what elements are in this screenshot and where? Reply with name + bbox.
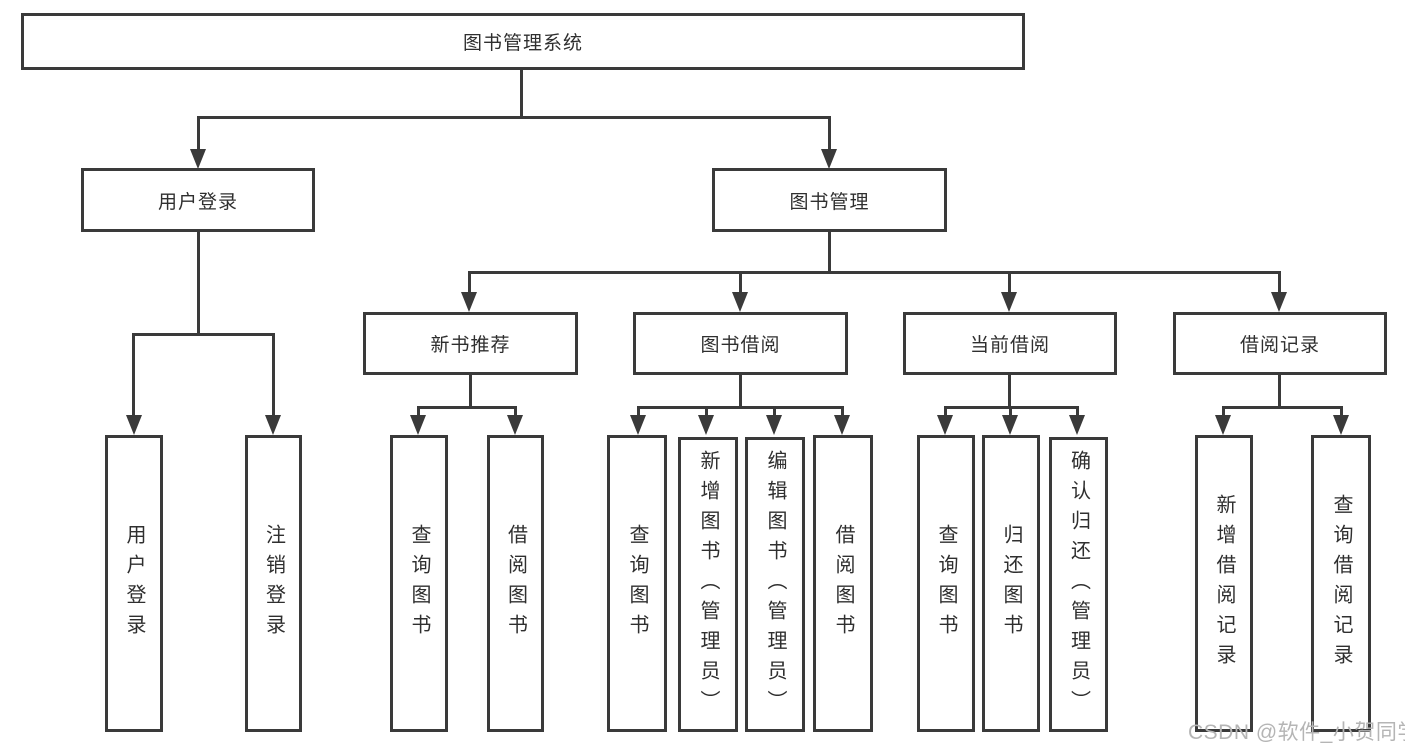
node-current-borrowing-label: 当前借阅	[969, 335, 1050, 356]
arrow-down-icon	[1001, 292, 1017, 312]
node-borrow-records: 借阅记录	[1173, 312, 1387, 375]
arrow-down-icon	[126, 415, 142, 435]
leaf-logout: 注销登录	[245, 435, 302, 732]
connector-vline	[705, 406, 708, 418]
arrow-down-icon	[1215, 415, 1231, 435]
arrow-down-icon	[410, 415, 426, 435]
connector-hline	[468, 271, 1281, 274]
node-book-management: 图书管理	[712, 168, 947, 232]
connector-vline	[773, 406, 776, 418]
connector-hline	[132, 333, 275, 336]
arrow-down-icon	[821, 149, 837, 169]
connector-vline	[944, 406, 947, 418]
connector-vline	[1278, 271, 1281, 294]
connector-vline	[828, 231, 831, 273]
connector-vline	[1340, 406, 1343, 418]
connector-vline	[637, 406, 640, 418]
connector-vline	[514, 406, 517, 418]
connector-vline	[132, 333, 135, 417]
connector-vline	[841, 406, 844, 418]
connector-vline	[469, 373, 472, 409]
node-borrow-records-label: 借阅记录	[1239, 335, 1320, 356]
leaf-query-books: 查询图书	[917, 435, 975, 732]
arrow-down-icon	[732, 292, 748, 312]
node-new-book-recommend: 新书推荐	[363, 312, 578, 375]
node-book-borrowing-label: 图书借阅	[700, 335, 781, 356]
arrow-down-icon	[1002, 415, 1018, 435]
connector-hline	[637, 406, 844, 409]
node-root-label: 图书管理系统	[462, 33, 583, 54]
connector-vline	[468, 271, 471, 294]
connector-vline	[739, 373, 742, 409]
connector-vline	[1008, 271, 1011, 294]
connector-vline	[739, 271, 742, 294]
node-book-management-label: 图书管理	[789, 191, 870, 213]
connector-hline	[417, 406, 517, 409]
connector-vline	[1222, 406, 1225, 418]
leaf-add-borrow-record: 新增借阅记录	[1195, 435, 1253, 732]
leaf-return-book: 归还图书	[982, 435, 1040, 732]
connector-vline	[1076, 406, 1079, 418]
connector-vline	[1278, 373, 1281, 409]
leaf-borrow-books: 借阅图书	[813, 435, 873, 732]
arrow-down-icon	[766, 415, 782, 435]
connector-vline	[1009, 406, 1012, 418]
connector-hline	[197, 116, 831, 119]
connector-vline	[272, 333, 275, 417]
node-book-borrowing: 图书借阅	[633, 312, 848, 375]
arrow-down-icon	[1333, 415, 1349, 435]
arrow-down-icon	[834, 415, 850, 435]
node-root: 图书管理系统	[21, 13, 1025, 70]
leaf-query-books: 查询图书	[607, 435, 667, 732]
arrow-down-icon	[1069, 415, 1085, 435]
node-current-borrowing: 当前借阅	[903, 312, 1117, 375]
connector-vline	[197, 116, 200, 151]
leaf-add-book-admin: 新增图书（管理员）	[678, 437, 738, 732]
leaf-user-login: 用户登录	[105, 435, 163, 732]
connector-vline	[197, 231, 200, 336]
arrow-down-icon	[937, 415, 953, 435]
arrow-down-icon	[630, 415, 646, 435]
connector-vline	[417, 406, 420, 418]
node-user-login-label: 用户登录	[157, 191, 238, 213]
arrow-down-icon	[1271, 292, 1287, 312]
arrow-down-icon	[698, 415, 714, 435]
leaf-edit-book-admin: 编辑图书（管理员）	[745, 437, 805, 732]
leaf-query-books: 查询图书	[390, 435, 448, 732]
arrow-down-icon	[190, 149, 206, 169]
arrow-down-icon	[265, 415, 281, 435]
node-user-login: 用户登录	[81, 168, 315, 232]
connector-vline	[520, 69, 523, 119]
watermark: CSDN @软件_小贺同学	[1188, 721, 1405, 744]
leaf-confirm-return-admin: 确认归还（管理员）	[1049, 437, 1108, 732]
leaf-query-borrow-record: 查询借阅记录	[1311, 435, 1371, 732]
arrow-down-icon	[461, 292, 477, 312]
connector-hline	[1222, 406, 1343, 409]
connector-vline	[828, 116, 831, 151]
connector-vline	[1008, 373, 1011, 409]
arrow-down-icon	[507, 415, 523, 435]
leaf-borrow-books: 借阅图书	[487, 435, 544, 732]
node-new-book-recommend-label: 新书推荐	[430, 335, 511, 356]
